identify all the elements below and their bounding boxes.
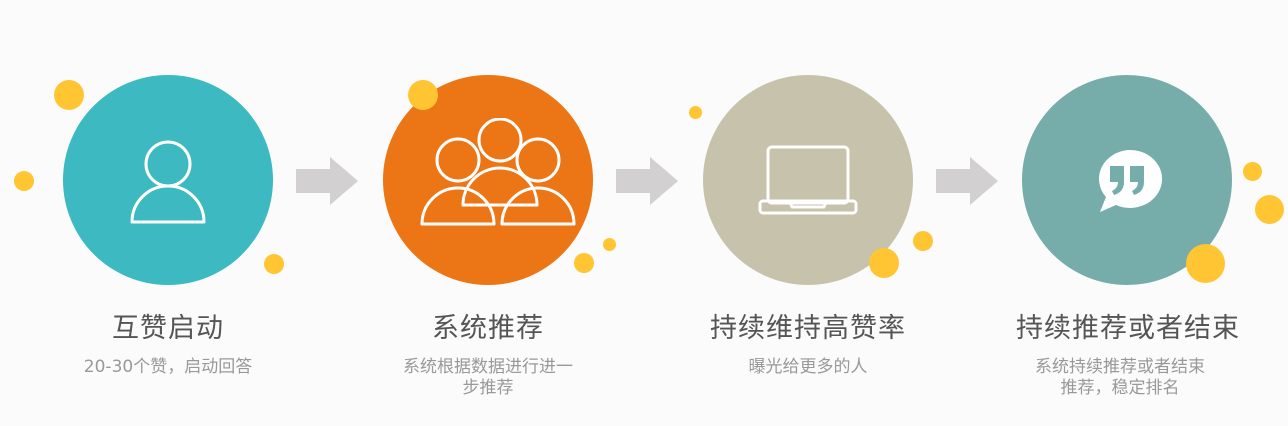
decor-dot	[14, 171, 34, 191]
decor-dot	[54, 80, 84, 110]
desc-line: 曝光给更多的人	[748, 357, 868, 377]
step-1-title: 互赞启动	[112, 313, 224, 344]
step-2-circle	[383, 75, 593, 285]
decor-dot	[1243, 162, 1262, 181]
person-icon	[130, 140, 206, 224]
desc-line: 步推荐	[462, 378, 514, 398]
decor-dot	[689, 106, 702, 119]
arrow-right-icon	[936, 157, 998, 205]
arrow-right-icon	[296, 157, 358, 205]
desc-line: 系统根据数据进行进一	[403, 357, 573, 377]
arrow-right-icon	[616, 157, 678, 205]
decor-dot	[1186, 244, 1225, 283]
decor-dot	[869, 248, 899, 278]
step-4-desc: 系统持续推荐或者结束 推荐，稳定排名	[1000, 357, 1240, 399]
decor-dot	[913, 231, 933, 251]
decor-dot	[574, 253, 594, 273]
laptop-icon	[758, 145, 858, 215]
decor-dot	[264, 254, 284, 274]
quote-bubble-icon	[1098, 149, 1163, 212]
decor-dot	[408, 80, 438, 110]
step-2-title: 系统推荐	[432, 313, 544, 344]
desc-line: 系统持续推荐或者结束	[1035, 357, 1205, 377]
step-3-title: 持续维持高赞率	[710, 313, 906, 344]
decor-dot	[1255, 195, 1284, 224]
desc-line: 20-30个赞，启动回答	[83, 357, 253, 377]
step-4-title: 持续推荐或者结束	[1016, 313, 1240, 344]
desc-line: 推荐，稳定排名	[1060, 378, 1180, 398]
step-3-desc: 曝光给更多的人	[688, 357, 928, 378]
step-2-desc: 系统根据数据进行进一 步推荐	[368, 357, 608, 399]
step-1-desc: 20-30个赞，启动回答	[48, 357, 288, 378]
group-icon	[420, 118, 576, 226]
step-1-circle	[63, 75, 273, 285]
decor-dot	[603, 238, 616, 251]
